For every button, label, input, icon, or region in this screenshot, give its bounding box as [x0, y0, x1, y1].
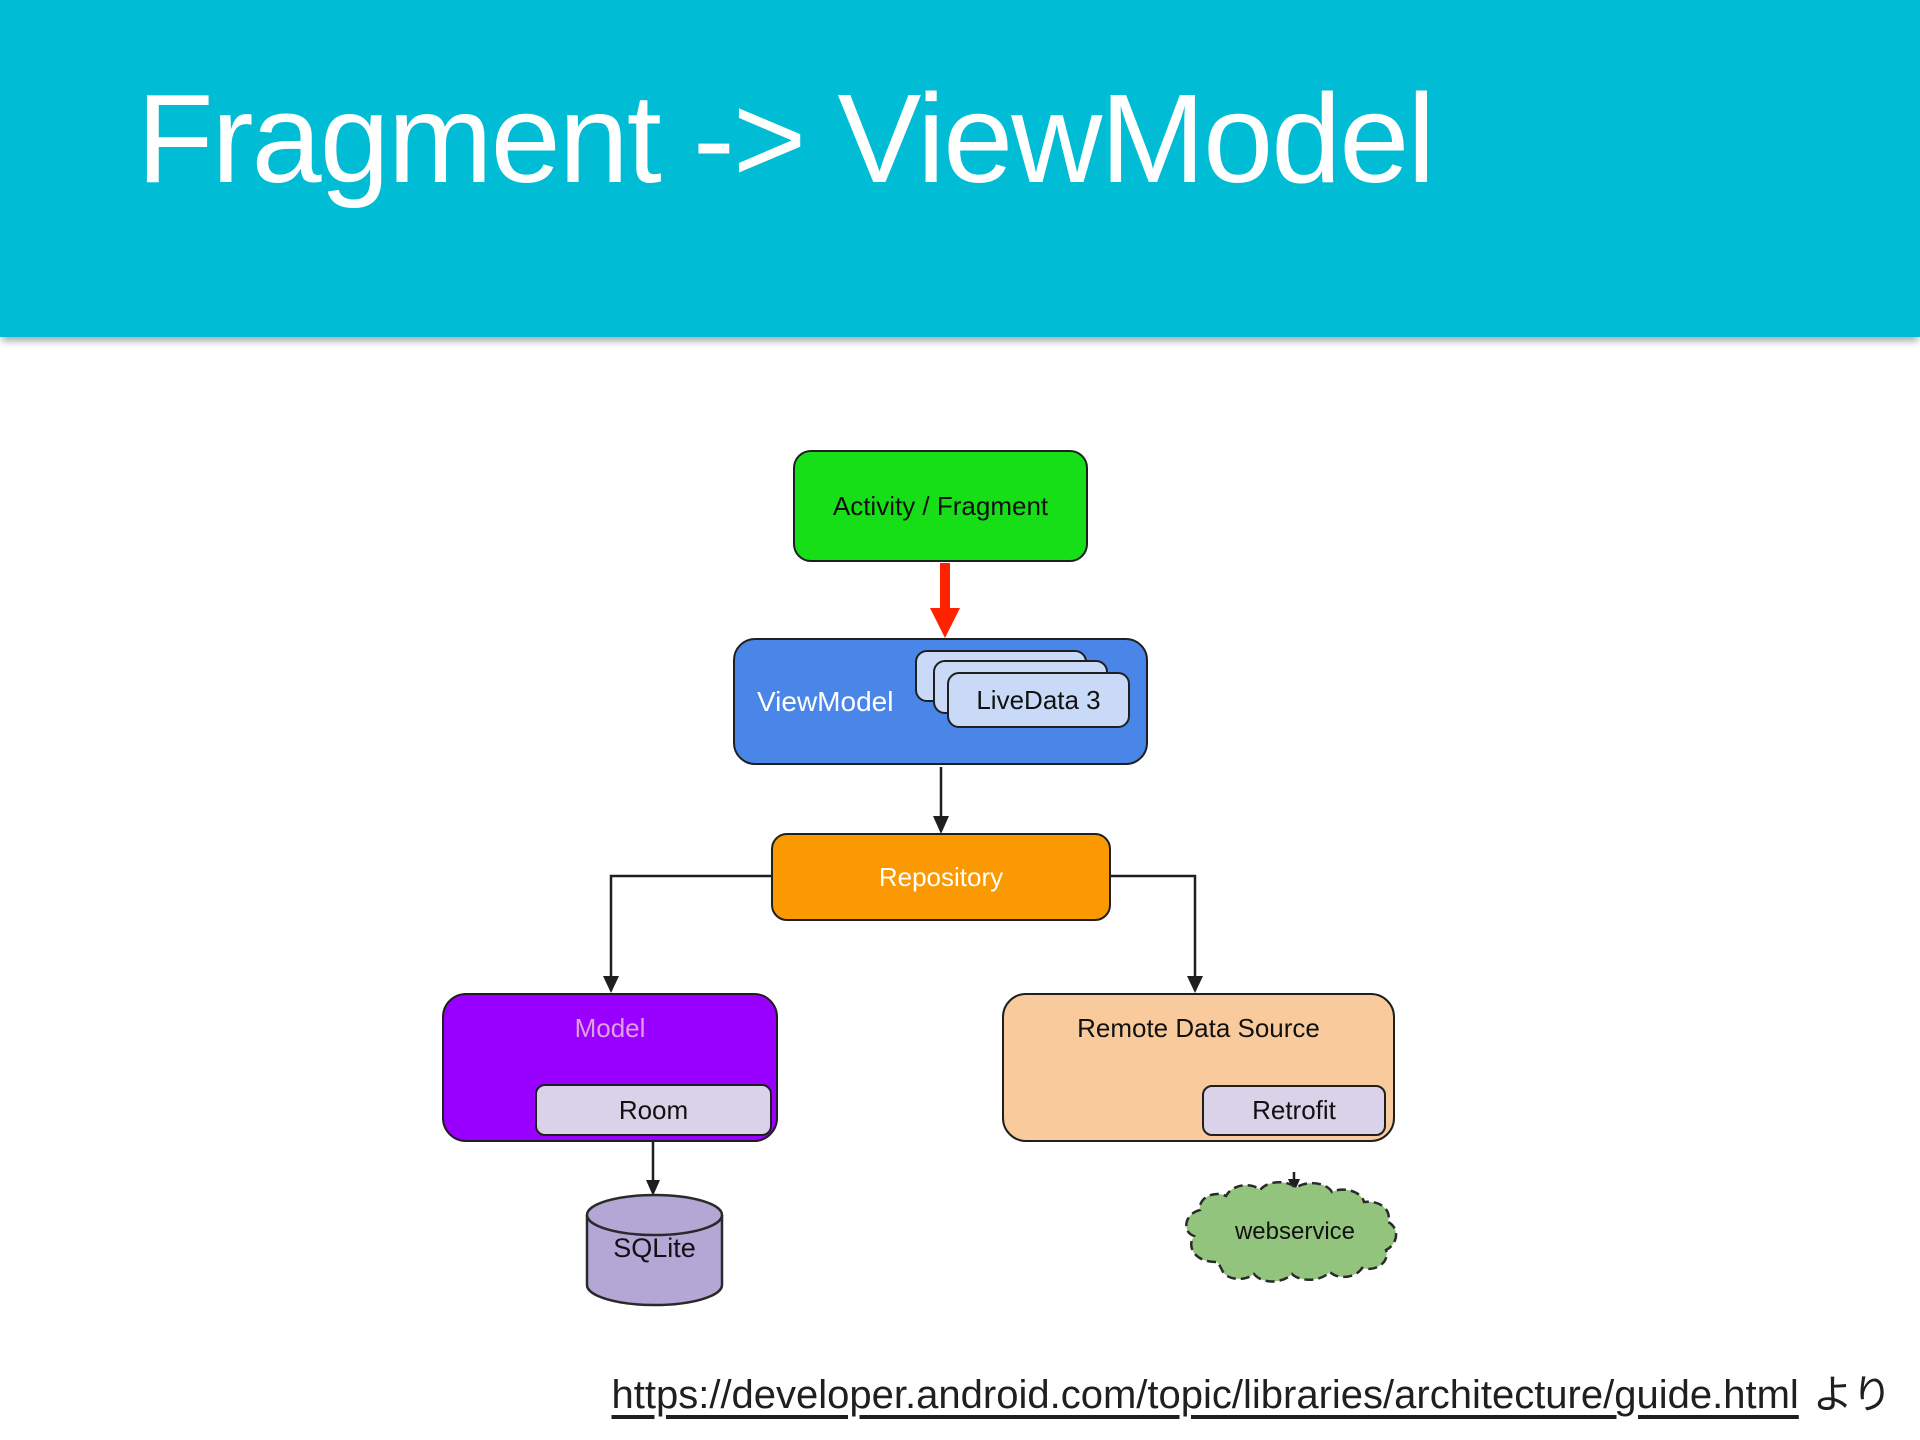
- node-livedata: LiveData 3: [947, 672, 1130, 728]
- node-remote-data-source-label: Remote Data Source: [1077, 1013, 1320, 1043]
- node-retrofit: Retrofit: [1202, 1085, 1386, 1136]
- node-viewmodel-label: ViewModel: [757, 685, 894, 717]
- node-activity-fragment: Activity / Fragment: [793, 450, 1088, 562]
- arrow-viewmodel-to-repository: [933, 767, 949, 834]
- source-link[interactable]: https://developer.android.com/topic/libr…: [611, 1373, 1799, 1417]
- node-sqlite-label: SQLite: [613, 1232, 696, 1263]
- page-title: Fragment -> ViewModel: [136, 68, 1436, 209]
- arrow-repository-to-model: [603, 874, 771, 993]
- node-room-label: Room: [618, 1094, 689, 1125]
- node-model-label: Model: [574, 1013, 646, 1043]
- node-repository-label: Repository: [878, 861, 1004, 892]
- sqlite-cylinder: [585, 1193, 724, 1307]
- webservice-cloud: [1185, 1181, 1398, 1283]
- arrow-repository-to-remote: [1111, 874, 1203, 993]
- arrow-activity-to-viewmodel: [930, 563, 960, 638]
- source-suffix: より: [1812, 1373, 1892, 1417]
- node-repository: Repository: [771, 833, 1111, 921]
- node-activity-fragment-label: Activity / Fragment: [832, 490, 1049, 521]
- node-retrofit-label: Retrofit: [1252, 1095, 1336, 1125]
- arrow-room-to-sqlite: [646, 1138, 660, 1196]
- arrow-retrofit-to-webservice: [1288, 1172, 1300, 1193]
- title-banner: Fragment -> ViewModel: [0, 0, 1920, 337]
- node-livedata-label: LiveData 3: [976, 684, 1101, 715]
- node-webservice-label: webservice: [1234, 1218, 1356, 1245]
- source-citation: https://developer.android.com/topic/libr…: [612, 1362, 1893, 1420]
- node-room: Room: [535, 1084, 772, 1136]
